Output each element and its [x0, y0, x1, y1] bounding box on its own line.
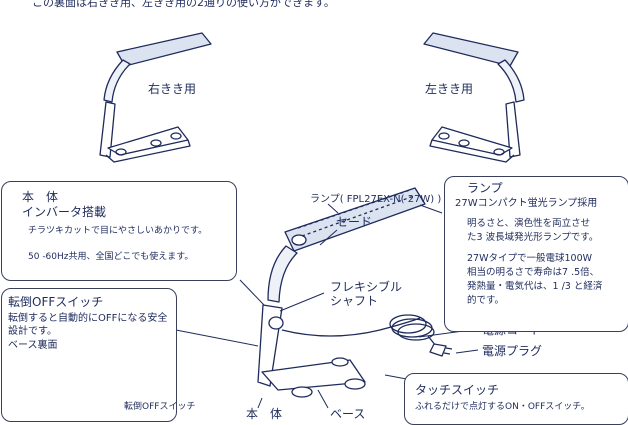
caption-left-handed: 左きき用	[425, 82, 474, 96]
tip-over-callout-title: 転倒OFFスイッチ	[8, 295, 104, 309]
lamp-model-leader	[327, 203, 339, 214]
base-bottom-label: ベース	[330, 407, 366, 421]
body-callout-line2: 50 -60Hz共用、全国どこでも使えます。	[28, 252, 194, 262]
touch-switch-line1: ふれるだけで点灯するON・OFFスイッチ。	[415, 402, 590, 412]
base-underside-label: ベース裏面	[8, 340, 58, 351]
lamp-callout-line: 明るさと、演色性を両立させ	[467, 218, 591, 229]
lamp-box-leader	[419, 204, 443, 214]
tip-over-switch-label: 転倒OFFスイッチ	[124, 402, 196, 412]
tip-over-callout: 転倒OFFスイッチ 転倒すると自動的にOFFになる安全 設計です。 ベース裏面	[1, 288, 177, 422]
lamp-callout: ランプ 27Wコンパクト蛍光ランプ採用 明るさと、演色性を両立させ た3 波長域…	[444, 176, 628, 332]
lamp-callout-title: ランプ	[467, 181, 503, 195]
lamp-callout-line: 相当の明るさで寿命は7 .5倍、	[467, 267, 600, 278]
left-handed-lamp	[423, 32, 525, 163]
lamp-callout-line: 発熱量・電気代は、1 /3 と経済	[467, 281, 603, 292]
caption-right-handed: 右きき用	[148, 82, 197, 96]
flexible-shaft-label-1: フレキシブル	[330, 280, 403, 294]
body-callout-line1: チラツキカットで目にやさしいあかりです。	[28, 226, 208, 236]
flexible-shaft-label-2: シャフト	[330, 294, 379, 308]
base-bottom-leader	[317, 389, 329, 409]
body-bottom-leader	[257, 397, 263, 409]
shade-label: セード	[336, 215, 373, 229]
shade-leader	[319, 229, 338, 246]
lamp-callout-line: 27Wタイプで一般電球100W	[467, 253, 593, 264]
lamp-callout-subtitle: 27Wコンパクト蛍光ランプ採用	[455, 198, 598, 209]
touch-switch-title: タッチスイッチ	[415, 383, 500, 397]
lamp-model-label: ランプ( FPL27EX-N( 27W) )	[310, 194, 442, 205]
body-bottom-label: 本 体	[246, 407, 283, 421]
power-plug-label: 電源プラグ	[482, 344, 543, 358]
tip-over-callout-line2: 設計です。	[8, 326, 57, 337]
body-callout-subtitle: インバータ搭載	[22, 205, 107, 219]
lamp-callout-line: 的です。	[467, 295, 505, 306]
shaft-leader	[279, 292, 325, 312]
tip-over-callout-line1: 転倒すると自動的にOFFになる安全	[8, 313, 168, 324]
body-callout-title: 本 体	[22, 190, 59, 204]
main-lamp	[257, 187, 453, 398]
body-callout: 本 体 インバータ搭載 チラツキカットで目にやさしいあかりです。 50 -60H…	[1, 181, 237, 281]
body-box-leader	[239, 279, 265, 306]
tip-box-leader	[175, 329, 259, 347]
header-note: この裏面は右きき用、左きき用の2通りの使い方ができます。	[32, 0, 335, 9]
right-handed-lamp	[99, 32, 212, 163]
touch-switch-callout: タッチスイッチ ふれるだけで点灯するON・OFFスイッチ。	[404, 373, 628, 425]
lamp-callout-line: た3 波長域発光形ランプです。	[467, 232, 599, 243]
plug-leader	[455, 349, 479, 354]
